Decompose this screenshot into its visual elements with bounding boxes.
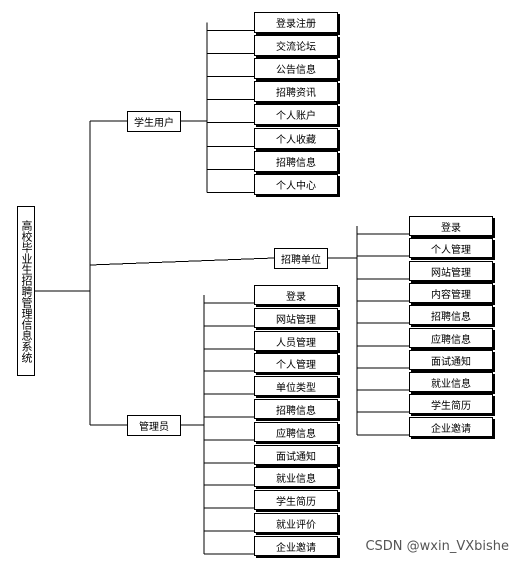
admin-module-item: 面试通知 [254,445,338,465]
watermark-text: CSDN @wxin_VXbishe [365,539,509,554]
student-module-item: 交流论坛 [254,35,338,56]
admin-module-item: 网站管理 [254,308,338,328]
student-module-item: 登录注册 [254,12,338,33]
admin-module-item: 登录 [254,285,338,305]
company-module-item: 登录 [409,216,493,236]
student-module-item: 个人中心 [254,174,338,195]
admin-module-item: 就业信息 [254,467,338,487]
company-module-item: 就业信息 [409,372,493,392]
admin-module-item: 个人管理 [254,353,338,373]
company-module-item: 招聘信息 [409,305,493,325]
student-module-item: 公告信息 [254,58,338,79]
connector-line [89,257,275,266]
admin-module-item: 就业评价 [254,513,338,533]
branch-node-company: 招聘单位 [274,248,328,269]
company-module-item: 面试通知 [409,350,493,370]
company-module-item: 学生简历 [409,394,493,414]
admin-module-item: 人员管理 [254,331,338,351]
admin-module-item: 企业邀请 [254,536,338,556]
admin-module-item: 学生简历 [254,490,338,510]
student-module-item: 个人账户 [254,104,338,125]
admin-module-item: 单位类型 [254,376,338,396]
admin-module-item: 应聘信息 [254,422,338,442]
company-module-item: 应聘信息 [409,328,493,348]
branch-node-admin: 管理员 [127,415,181,436]
branch-node-student: 学生用户 [127,111,181,132]
root-system-node: 高校毕业生招聘管理信息系统 [17,206,35,376]
company-module-item: 企业邀请 [409,417,493,437]
student-module-item: 招聘资讯 [254,81,338,102]
company-module-item: 网站管理 [409,261,493,281]
company-module-item: 个人管理 [409,238,493,258]
student-module-item: 个人收藏 [254,128,338,149]
student-module-item: 招聘信息 [254,151,338,172]
company-module-item: 内容管理 [409,283,493,303]
admin-module-item: 招聘信息 [254,399,338,419]
